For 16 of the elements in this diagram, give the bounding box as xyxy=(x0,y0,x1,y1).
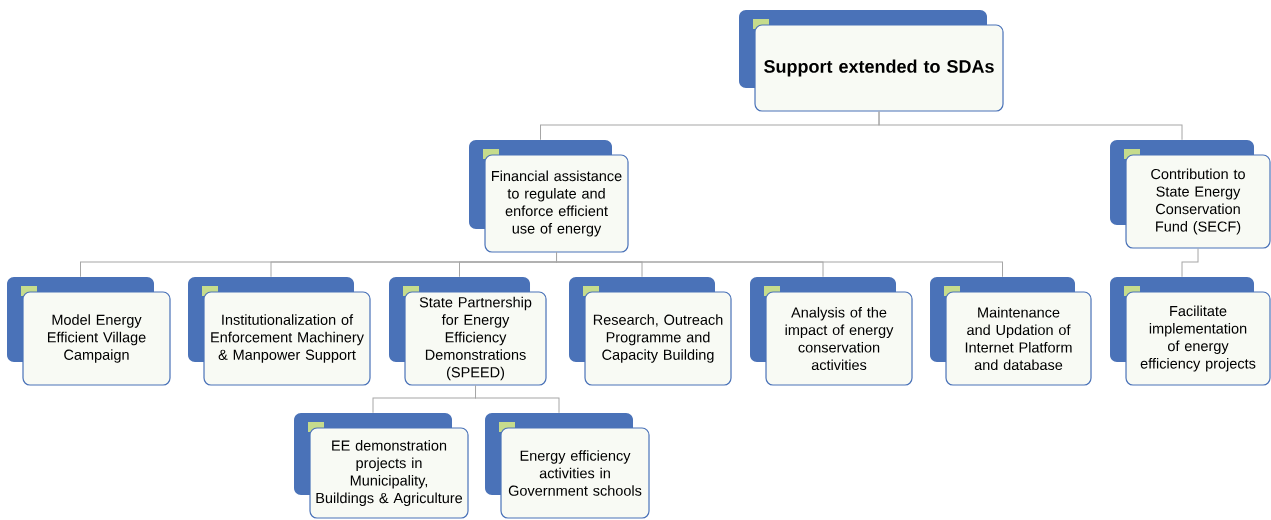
process-box: Support extended to SDAs xyxy=(739,10,1004,112)
connector-line xyxy=(1181,248,1199,278)
process-box: Model Energy Efficient Village Campaign xyxy=(7,277,171,386)
connector-line xyxy=(878,111,1183,141)
connector-line xyxy=(556,252,1003,278)
process-box: Research, Outreach Programme and Capacity Building xyxy=(569,277,732,386)
process-box: EE demonstration projects in Municipality, Buildings & Agriculture xyxy=(294,413,469,519)
process-box: State Partnership for Energy Efficiency Demonstrations (SPEED) xyxy=(389,277,547,386)
process-box: Maintenance and Updation of Internet Platform and database xyxy=(930,277,1092,386)
process-box: Analysis of the impact of energy conservation activities xyxy=(750,277,913,386)
process-box: Contribution to State Energy Conservation Fund (SECF) xyxy=(1110,140,1271,249)
connector-line xyxy=(475,385,560,414)
process-box: Institutionalization of Enforcement Machinery & Manpower Support xyxy=(188,277,371,386)
process-box: Facilitate implementation of energy efficiency projects xyxy=(1110,277,1271,386)
process-box: Financial assistance to regulate and enforce efficient use of energy xyxy=(469,140,629,253)
process-box: Energy efficiency activities in Government schools xyxy=(485,413,650,519)
